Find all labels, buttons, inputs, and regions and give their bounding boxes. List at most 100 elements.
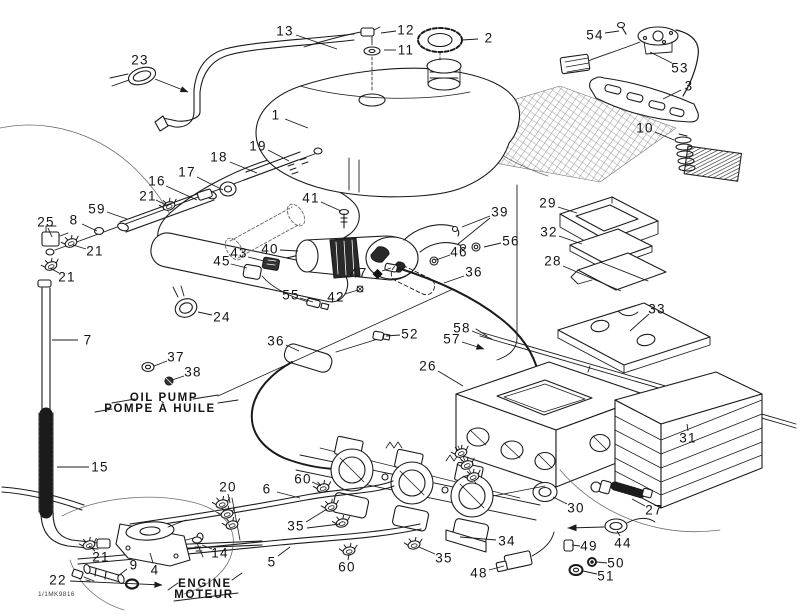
- callout-labels: 1234567891011121314151617181920212121212…: [37, 23, 696, 588]
- leader-line-47: [381, 267, 392, 272]
- bolt-assembly-27: [532, 479, 653, 503]
- part-number-59: 59: [88, 202, 105, 217]
- leader-line-33: [629, 313, 650, 332]
- leader-line-22: [69, 580, 163, 588]
- part-number-58: 58: [453, 321, 470, 336]
- part-number-44: 44: [614, 536, 631, 551]
- leader-line-21: [155, 199, 169, 207]
- part-number-8: 8: [70, 213, 79, 228]
- part-number-11: 11: [398, 43, 414, 58]
- part-number-15: 15: [91, 460, 108, 475]
- part-number-29: 29: [539, 196, 556, 211]
- leader-line-53: [649, 51, 673, 64]
- oil-pump-label-en: OIL PUMP: [130, 392, 198, 404]
- fuel-sender: [559, 21, 699, 97]
- leader-line-56: [483, 242, 502, 248]
- vent-fitting: [303, 26, 381, 93]
- leader-lines: [47, 30, 689, 588]
- part-number-6: 6: [263, 482, 272, 497]
- part-number-21: 21: [86, 244, 103, 259]
- leader-line-59: [106, 211, 128, 220]
- part-number-28: 28: [544, 254, 561, 269]
- leader-line-13: [295, 34, 338, 50]
- part-number-33: 33: [648, 302, 665, 317]
- leader-line-36: [443, 275, 465, 284]
- leader-line-35: [418, 546, 436, 555]
- part-number-55: 55: [282, 288, 299, 303]
- part-number-57: 57: [443, 332, 460, 347]
- engine-block: [559, 371, 763, 533]
- leader-line-4: [149, 552, 154, 564]
- leader-line-45: [230, 263, 248, 269]
- leader-line-42: [344, 289, 359, 295]
- part-number-23: 23: [131, 53, 148, 68]
- leader-line-21: [88, 545, 96, 552]
- oil-pump-cable: [217, 288, 454, 470]
- part-number-31: 31: [679, 431, 696, 446]
- part-number-35: 35: [287, 519, 304, 534]
- leader-line-40: [279, 249, 299, 252]
- leader-line-23: [154, 78, 189, 93]
- leader-line-24: [197, 311, 213, 316]
- part-number-2: 2: [485, 31, 494, 46]
- oil-tube: [37, 279, 111, 553]
- console-bracket: [589, 76, 699, 123]
- document-code: 1/1MK9816: [38, 591, 75, 598]
- part-number-36: 36: [267, 334, 284, 349]
- leader-line-30: [552, 496, 568, 505]
- part-number-21: 21: [92, 550, 109, 565]
- part-number-5: 5: [268, 555, 277, 570]
- small-fasteners-left: [141, 285, 198, 386]
- part-number-52: 52: [401, 327, 418, 342]
- leader-line-54: [604, 30, 620, 34]
- part-number-27: 27: [645, 503, 662, 518]
- leader-line-60: [311, 481, 322, 487]
- leader-line-39: [457, 217, 491, 245]
- leader-line-38: [171, 375, 185, 381]
- leader-line-50: [596, 561, 608, 564]
- leader-line-19: [267, 149, 290, 162]
- fuel-cap: [417, 27, 463, 63]
- oil-pump-label-lines: [94, 394, 239, 413]
- engine-label-en: ENGINE: [178, 578, 232, 590]
- leader-line-43: [247, 256, 265, 262]
- leader-line-29: [557, 206, 578, 214]
- leader-line-26: [437, 370, 464, 387]
- leader-line-20: [227, 493, 231, 504]
- part-number-60: 60: [338, 560, 355, 575]
- leader-line-31: [686, 423, 689, 432]
- part-number-14: 14: [211, 546, 228, 561]
- leader-line-49: [571, 544, 581, 547]
- leader-line-21: [49, 267, 60, 274]
- leader-line-58: [471, 330, 493, 340]
- part-number-46: 46: [450, 245, 467, 260]
- oil-pump-4: [61, 496, 234, 611]
- leader-line-25: [47, 227, 53, 238]
- leader-line-57: [461, 341, 485, 350]
- part-number-42: 42: [327, 290, 344, 305]
- leader-line-39: [461, 215, 491, 228]
- oil-pump-label-fr: POMPE À HUILE: [104, 402, 216, 415]
- part-number-20: 20: [219, 480, 236, 495]
- part-number-34: 34: [498, 534, 515, 549]
- leader-line-27: [631, 498, 646, 507]
- part-number-25: 25: [37, 215, 54, 230]
- part-number-7: 7: [84, 333, 93, 348]
- part-number-54: 54: [586, 28, 603, 43]
- leader-line-55: [299, 297, 314, 303]
- part-number-24: 24: [213, 310, 230, 325]
- part-number-16: 16: [148, 174, 165, 189]
- leader-line-32: [558, 235, 583, 245]
- part-number-53: 53: [671, 61, 688, 76]
- part-number-40: 40: [261, 242, 278, 257]
- part-number-60: 60: [294, 472, 311, 487]
- leader-line-16: [165, 185, 198, 201]
- part-number-1: 1: [272, 108, 281, 123]
- part-number-21: 21: [58, 270, 75, 285]
- leader-line-28: [562, 265, 622, 292]
- spring-10: [674, 133, 696, 172]
- part-number-35: 35: [435, 551, 452, 566]
- part-number-56: 56: [502, 234, 519, 249]
- leader-line-5: [277, 546, 291, 557]
